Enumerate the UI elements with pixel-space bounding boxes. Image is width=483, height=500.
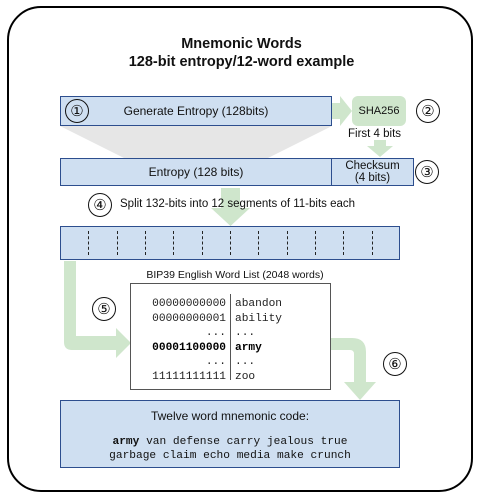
arrow-wordlist-to-mnemonic (331, 338, 376, 400)
checksum-label-2: (4 bits) (354, 172, 391, 184)
wordlist-word: ability (235, 312, 282, 325)
mnemonic-line-1-rest: van defense carry jealous true (139, 436, 348, 448)
mnemonic-title: Twelve word mnemonic code: (150, 409, 310, 423)
mnemonic-line-2: garbage claim echo media make crunch (109, 450, 351, 462)
wordlist-bits-row: 00000000000 (131, 298, 226, 311)
segment-divider (201, 231, 203, 255)
wordlist-word: army (235, 341, 262, 354)
wordlist-word-row: abandon (235, 298, 325, 311)
first-4-bits-label: First 4 bits (348, 128, 402, 140)
wordlist-bits-row: 00001100000 (131, 342, 226, 355)
wordlist-divider (230, 294, 231, 380)
segment-divider (116, 231, 118, 255)
segment-divider (145, 231, 146, 255)
wordlist-word-row: army (235, 342, 325, 355)
arrow-generate-to-sha (332, 96, 352, 126)
wordlist-bits: 00000000000 (152, 298, 226, 310)
wordlist-bits: ... (205, 356, 226, 368)
entropy-funnel (60, 126, 332, 158)
segment-divider (230, 231, 231, 255)
wordlist-bits: ... (205, 327, 226, 339)
arrow-entropy-to-segments (211, 188, 250, 226)
title-line-1: Mnemonic Words (181, 36, 302, 52)
wordlist-bits-row: 11111111111 (131, 371, 226, 384)
wordlist-bits-row: ... (131, 356, 226, 369)
segment-divider (258, 231, 260, 255)
mnemonic-line-1: army van defense carry jealous true (61, 436, 399, 448)
segment-divider (371, 231, 373, 255)
segment-bar (60, 226, 400, 260)
wordlist-word: ... (235, 356, 256, 368)
segment-divider (88, 231, 90, 255)
mnemonic-box: Twelve word mnemonic code: army van defe… (60, 400, 400, 468)
wordlist-words-col: abandon ability... army... zoo (235, 298, 325, 388)
diagram-frame (7, 6, 473, 492)
entropy-label: Entropy (128 bits) (148, 165, 244, 179)
wordlist-word: ... (235, 327, 256, 339)
step-6-marker: ⑥ (383, 352, 407, 376)
wordlist-bits: 11111111111 (152, 370, 226, 383)
generate-entropy-label: Generate Entropy (128bits) (123, 104, 269, 118)
sha256-box: SHA256 (352, 96, 406, 126)
generate-entropy-box: Generate Entropy (128bits) (60, 96, 332, 126)
wordlist-bits-row: 00000000001 (131, 313, 226, 326)
split-label: Split 132-bits into 12 segments of 11-bi… (120, 198, 356, 210)
sha256-label: SHA256 (358, 105, 400, 117)
wordlist-word-row: zoo (235, 371, 325, 384)
wordlist-word: abandon (235, 298, 282, 310)
wordlist-box: 00000000000 00000000001... 00001100000... 1… (130, 283, 331, 390)
step-1-marker: ① (65, 99, 89, 123)
wordlist-word: zoo (235, 370, 256, 383)
mnemonic-first-word: army (112, 436, 140, 448)
wordlist-bits: 00000000001 (152, 312, 226, 325)
checksum-label-1: Checksum (345, 160, 400, 172)
arrow-segments-to-wordlist (64, 261, 131, 358)
segment-divider (173, 231, 175, 255)
wordlist-title: BIP39 English Word List (2048 words) (146, 269, 324, 281)
step-3-marker: ③ (415, 160, 439, 184)
arrow-sha-to-checksum (367, 140, 393, 157)
step-2-marker: ② (416, 99, 440, 123)
wordlist-bits-col: 00000000000 00000000001... 00001100000... 1… (131, 298, 226, 388)
segment-divider (315, 231, 316, 255)
step-4-marker: ④ (88, 193, 112, 217)
step-5-marker: ⑤ (92, 297, 116, 321)
wordlist-bits: 00001100000 (152, 341, 226, 354)
segment-divider (343, 231, 345, 255)
wordlist-word-row: ... (235, 356, 325, 369)
segment-divider (286, 231, 288, 255)
entropy-box: Entropy (128 bits) (60, 158, 332, 186)
checksum-box: Checksum (4 bits) (331, 158, 414, 186)
wordlist-word-row: ... (235, 327, 325, 340)
wordlist-bits-row: ... (131, 327, 226, 340)
title-line-2: 128-bit entropy/12-word example (128, 54, 355, 70)
wordlist-word-row: ability (235, 313, 325, 326)
